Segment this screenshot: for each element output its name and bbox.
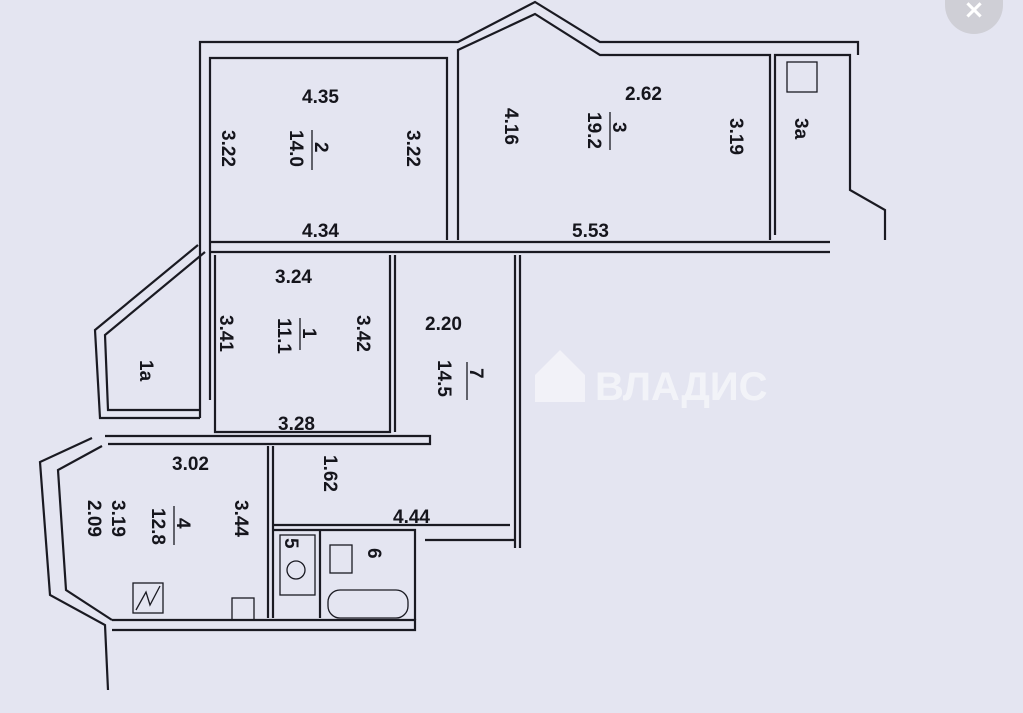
room-3-dim-top: 2.62	[625, 84, 662, 105]
room-2-area: 14.0	[285, 130, 306, 167]
room-5-number: 5	[280, 538, 301, 549]
room-4: 3.02 2.09 3.19 12.8 4 3.44 5 6	[83, 454, 384, 559]
room-7-number: 7	[465, 368, 486, 379]
room-4-dim-left: 3.19	[107, 500, 128, 537]
room-1-area: 11.1	[273, 318, 294, 354]
room-2-dim-bottom: 4.34	[302, 221, 339, 242]
room-7-dim-bottom: 4.44	[393, 507, 430, 528]
room-4-number: 4	[172, 518, 193, 529]
close-icon: ×	[963, 0, 985, 25]
room-2-dim-left: 3.22	[217, 130, 238, 167]
room-3-dim-bottom: 5.53	[572, 221, 609, 242]
room-1-dim-right: 3.42	[352, 315, 373, 352]
room-4-dim-top: 3.02	[172, 454, 209, 475]
room-2: 4.35 3.22 3.22 14.0 2 4.34	[217, 87, 423, 242]
room-2-dim-top: 4.35	[302, 87, 339, 108]
room-6-number: 6	[363, 548, 384, 559]
room-4-area: 12.8	[147, 508, 168, 545]
room-2-dim-right: 3.22	[402, 130, 423, 167]
house-logo-icon	[535, 350, 585, 402]
room-1: 3.24 3.41 11.1 1 3.42 3.28 1a	[135, 267, 373, 435]
room-3-dim-right: 3.19	[725, 118, 746, 155]
room-7: 2.20 14.5 7 1.62 4.44	[319, 314, 486, 528]
room-3: 2.62 4.16 19.2 3 3.19 5.53 3a	[500, 84, 811, 242]
room-7-dim-top: 2.20	[425, 314, 462, 335]
walls	[38, 0, 887, 691]
room-2-number: 2	[310, 142, 331, 153]
room-3-area: 19.2	[583, 112, 604, 149]
room-4-dim-right: 3.44	[230, 500, 251, 537]
room-3a-number: 3a	[790, 118, 811, 140]
room-3-number: 3	[608, 122, 629, 133]
room-3-dim-left: 4.16	[500, 108, 521, 145]
room-4-dim-left-b: 2.09	[83, 500, 104, 537]
room-1-dim-left: 3.41	[215, 315, 236, 352]
room-1-dim-bottom: 3.28	[278, 414, 315, 435]
room-1-number: 1	[298, 328, 319, 339]
watermark: ВЛАДИС	[535, 350, 767, 409]
room-1-dim-top: 3.24	[275, 267, 312, 288]
watermark-text: ВЛАДИС	[595, 365, 767, 409]
room-7-dim-side: 1.62	[319, 455, 340, 492]
room-7-area: 14.5	[433, 360, 454, 397]
room-1a-number: 1a	[135, 360, 156, 382]
